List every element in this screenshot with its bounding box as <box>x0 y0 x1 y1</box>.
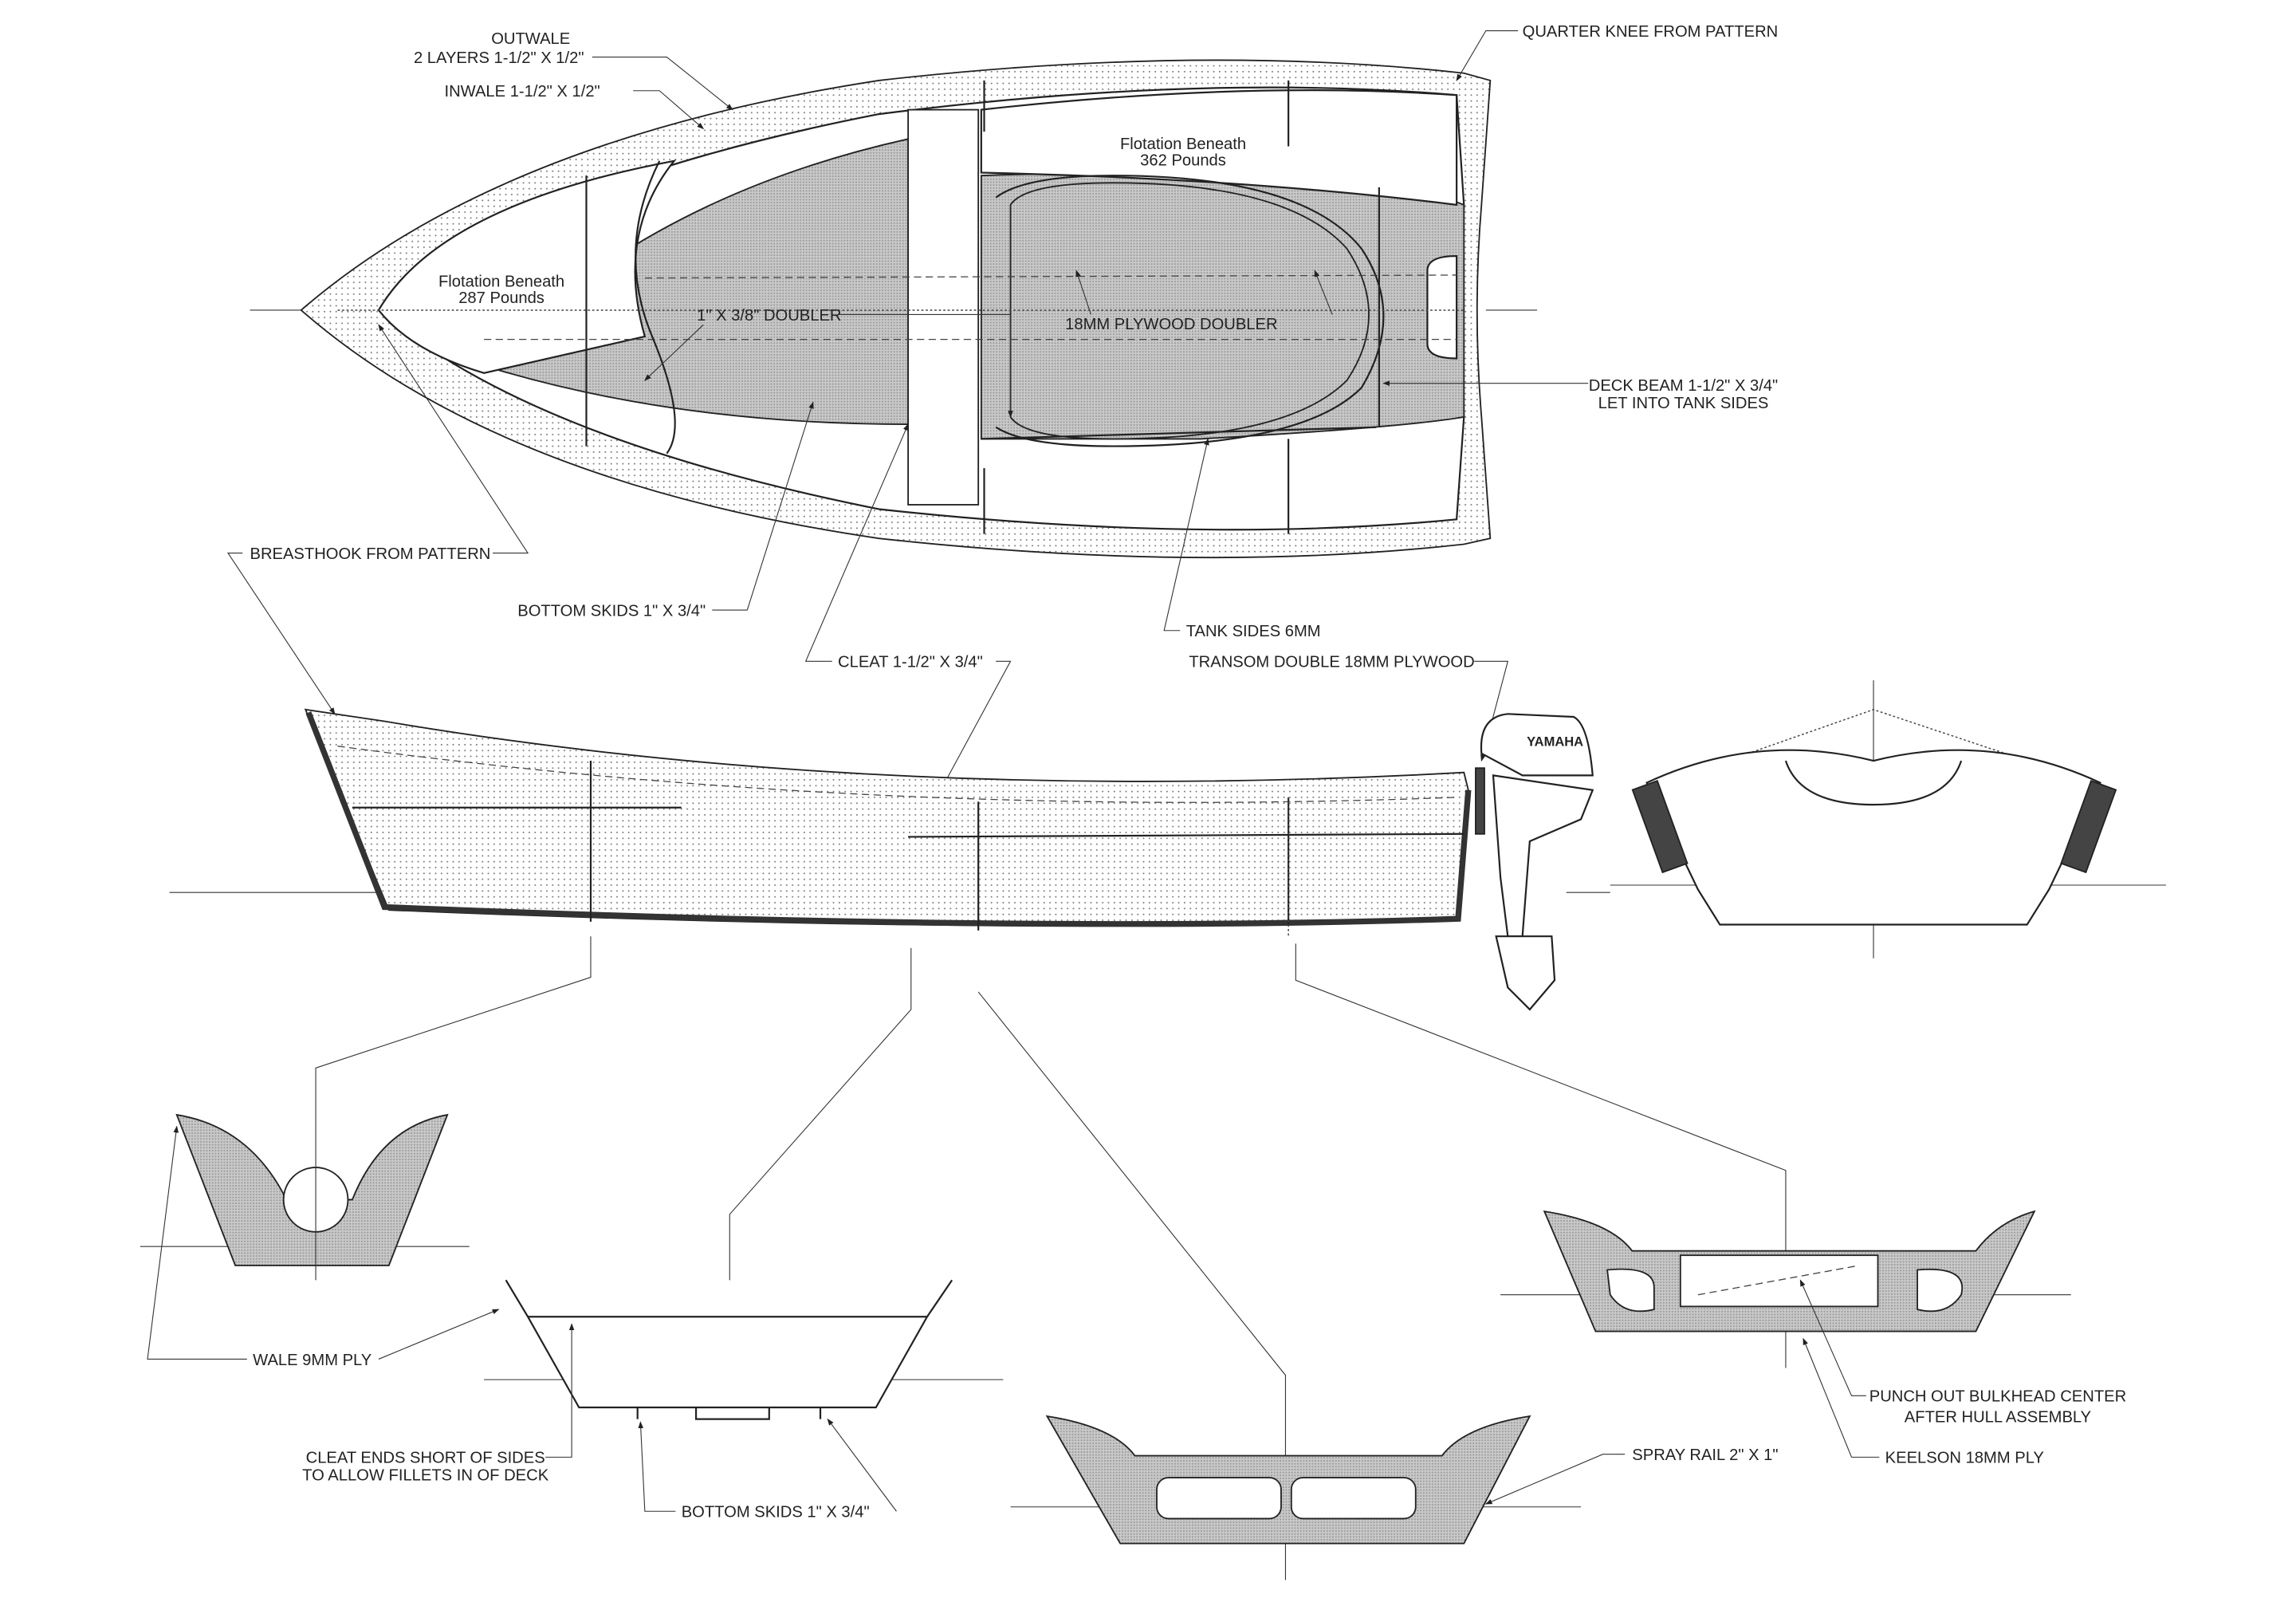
punch-out-label-2: AFTER HULL ASSEMBLY <box>1905 1408 2092 1426</box>
cleat-ends-label-1: CLEAT ENDS SHORT OF SIDES <box>306 1450 545 1467</box>
outboard-motor: YAMAHA <box>1475 713 1594 1011</box>
transom-view <box>1610 680 2166 958</box>
cleat-ends-label-2: TO ALLOW FILLETS IN OF DECK <box>302 1467 549 1485</box>
profile-bulkheads <box>337 746 1464 937</box>
wale-label: WALE 9MM PLY <box>253 1352 372 1369</box>
flotation-fwd-label-2: 287 Pounds <box>458 289 545 307</box>
tank-sides-label: TANK SIDES 6MM <box>1186 623 1321 640</box>
plywood-doubler <box>1009 182 1370 440</box>
plywood-doubler-label: 18MM PLYWOOD DOUBLER <box>1065 316 1277 333</box>
punch-out-label-1: PUNCH OUT BULKHEAD CENTER <box>1869 1388 2126 1406</box>
outwale-label-1: OUTWALE <box>491 30 570 48</box>
motor-brand: YAMAHA <box>1527 735 1583 750</box>
keel-stem-profile <box>305 711 1472 927</box>
spray-rail-label: SPRAY RAIL 2" X 1" <box>1632 1447 1778 1464</box>
section-forward <box>140 1113 470 1281</box>
deck-beam-label-2: LET INTO TANK SIDES <box>1598 395 1769 412</box>
deck-beam-label-1: DECK BEAM 1-1/2" X 3/4" <box>1589 377 1778 395</box>
hull-profile <box>304 708 1469 927</box>
forward-flotation-area <box>377 159 677 374</box>
transom-label: TRANSOM DOUBLE 18MM PLYWOOD <box>1189 654 1474 671</box>
section-aft <box>1500 1210 2071 1332</box>
flotation-aft-label-2: 362 Pounds <box>1140 152 1226 169</box>
section-midships <box>484 1279 1004 1420</box>
bottom-skids-plan-label: BOTTOM SKIDS 1" X 3/4" <box>517 602 706 620</box>
cleat-panel <box>907 108 980 506</box>
keelson-label: KEELSON 18MM PLY <box>1885 1450 2045 1467</box>
flotation-aft-label-1: Flotation Beneath <box>1120 136 1246 153</box>
transom-hull <box>1645 749 2101 926</box>
flotation-fwd-label-1: Flotation Beneath <box>438 274 564 291</box>
outwale-label-2: 2 LAYERS 1-1/2" X 1/2" <box>414 49 584 67</box>
doubler-label: 1" X 3/8" DOUBLER <box>697 307 841 325</box>
plan-view: OUTWALE 2 LAYERS 1-1/2" X 1/2" INWALE 1-… <box>226 23 1779 838</box>
inwale-label: INWALE 1-1/2" X 1/2" <box>445 83 600 100</box>
cleat-label: CLEAT 1-1/2" X 3/4" <box>838 654 983 671</box>
bottom-skids-section-label: BOTTOM SKIDS 1" X 3/4" <box>682 1504 870 1521</box>
quarter-knee <box>1426 254 1458 360</box>
quarter-knee-label: QUARTER KNEE FROM PATTERN <box>1523 23 1779 41</box>
inner-doubler-outline <box>995 175 1385 447</box>
section-cleat <box>1010 1415 1582 1545</box>
profile-view: YAMAHA <box>169 708 1610 1011</box>
deck-beams <box>337 80 1464 534</box>
breasthook-label: BREASTHOOK FROM PATTERN <box>250 545 490 563</box>
